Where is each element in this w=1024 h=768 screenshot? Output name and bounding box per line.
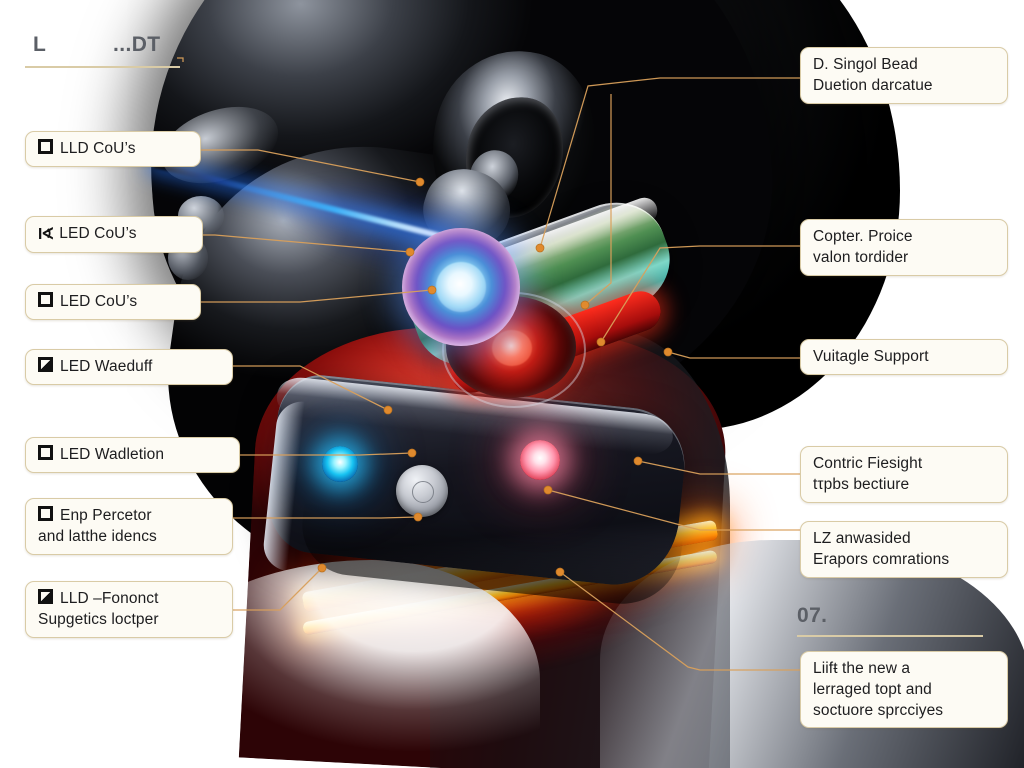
- callout-label: LED Waeduff: [60, 358, 153, 375]
- square-bullet-icon: [38, 506, 53, 521]
- callout-line-1: Enp Percetor: [38, 506, 220, 526]
- callout-il-led-cous[interactable]: I∢ LED CoU’s: [25, 216, 203, 253]
- callout-led-waeduff[interactable]: LED Waeduff: [25, 349, 233, 385]
- callout-label: LED Wadletion: [60, 446, 165, 463]
- callout-vuitagle-support[interactable]: Vuitagle Support: [800, 339, 1008, 375]
- callout-line-2: Supgetics loctper: [38, 610, 159, 628]
- callout-label: LED CoU’s: [60, 293, 138, 310]
- title-heading-right: ...DT: [113, 33, 161, 56]
- title-heading-left: L: [33, 33, 47, 56]
- callout-line-2: Erapors comrations: [813, 550, 950, 568]
- callout-line-2: Duetion darcatue: [813, 76, 933, 94]
- callout-lz-anwasided[interactable]: LZ anwasided Erapors comrations: [800, 521, 1008, 578]
- callout-led-cous[interactable]: LED CoU’s: [25, 284, 201, 320]
- callout-line-1: Liifŧ the new a: [813, 660, 911, 677]
- callout-line-1: Contric Fiesight: [813, 455, 923, 472]
- callout-label: LLD CoU’s: [60, 140, 136, 157]
- callout-label: LED CoU’s: [59, 225, 137, 242]
- callout-singol-bead[interactable]: D. Singol Bead Duetion darcatue: [800, 47, 1008, 104]
- callout-label: Enp Percetor: [60, 507, 152, 524]
- title-underline: [25, 66, 180, 68]
- callout-line-1: Copter. Proice: [813, 228, 913, 245]
- callout-line-1: Vuitagle Support: [813, 348, 929, 365]
- callout-copter-proice[interactable]: Copter. Proice valon tordider: [800, 219, 1008, 276]
- callout-line-1: LZ anwasided: [813, 530, 911, 547]
- square-bullet-icon: [38, 292, 53, 307]
- callout-label: LLD –Fononct: [60, 590, 159, 607]
- callout-line-2: lerraged topt and: [813, 680, 932, 698]
- section-07-label: 07.: [797, 604, 828, 627]
- section-07-underline: [797, 635, 983, 637]
- callout-line-1: D. Singol Bead: [813, 56, 918, 73]
- callout-enp-percetor[interactable]: Enp Percetor and latthe idencs: [25, 498, 233, 555]
- callout-lld-fononct[interactable]: LLD –Fononct Supgetics loctper: [25, 581, 233, 638]
- bars-bullet-icon: I∢: [38, 226, 54, 243]
- callout-line-3: soctuore sprcciyes: [813, 701, 944, 719]
- half-square-bullet-icon: [38, 357, 53, 372]
- callout-line-2: tτpbs bectiure: [813, 475, 910, 493]
- callout-liift-the-new[interactable]: Liifŧ the new a lerraged topt and soctuo…: [800, 651, 1008, 729]
- callout-line-1: LLD –Fononct: [38, 589, 220, 609]
- half-square-bullet-icon: [38, 589, 53, 604]
- callout-line-2: valon tordider: [813, 248, 909, 266]
- callout-led-wadletion[interactable]: LED Wadletion: [25, 437, 240, 473]
- square-bullet-icon: [38, 139, 53, 154]
- callout-contric-fiesight[interactable]: Contric Fiesight tτpbs bectiure: [800, 446, 1008, 503]
- callout-lld-cous[interactable]: LLD CoU’s: [25, 131, 201, 167]
- square-bullet-icon: [38, 445, 53, 460]
- callout-line-2: and latthe idencs: [38, 527, 157, 545]
